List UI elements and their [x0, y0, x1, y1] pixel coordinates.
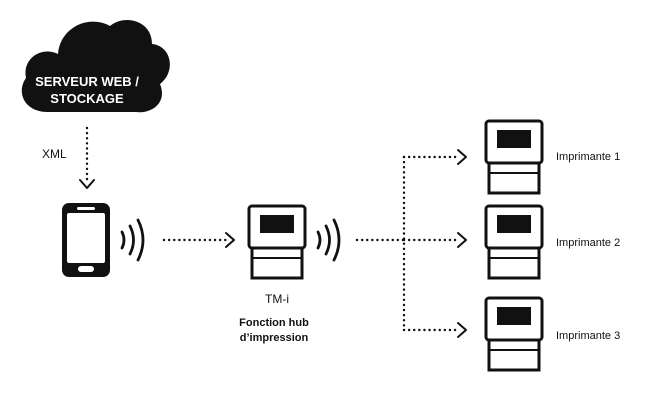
- printer-icon: [484, 204, 544, 280]
- cloud-server: SERVEUR WEB / STOCKAGE: [21, 20, 170, 113]
- hub-to-printers-connector: [355, 149, 467, 338]
- hub-caption-line1: Fonction hub: [239, 317, 309, 329]
- cloud-label-line2: STOCKAGE: [50, 91, 124, 106]
- phone-to-hub-arrow: [162, 232, 235, 248]
- smartphone-icon: [62, 203, 110, 277]
- printer-2: Imprimante 2: [484, 204, 620, 280]
- printer-3-label: Imprimante 3: [556, 330, 620, 342]
- cloud-to-phone-arrow: [79, 126, 95, 189]
- printer-3: Imprimante 3: [484, 296, 620, 372]
- printer-1: Imprimante 1: [484, 119, 620, 195]
- hub-printer: TM-i Fonction hub d’impression: [239, 204, 309, 344]
- printer-1-label: Imprimante 1: [556, 151, 620, 163]
- wifi-waves-icon: [120, 218, 145, 262]
- printer-icon: [247, 204, 307, 280]
- hub-name: TM-i: [265, 292, 289, 306]
- printer-icon: [484, 296, 544, 372]
- cloud-label-line1: SERVEUR WEB /: [35, 74, 139, 89]
- smartphone: [62, 203, 110, 277]
- printer-2-label: Imprimante 2: [556, 237, 620, 249]
- hub-caption-line2: d’impression: [240, 332, 309, 344]
- printer-icon: [484, 119, 544, 195]
- wifi-waves-icon: [316, 218, 341, 262]
- xml-label: XML: [42, 147, 67, 161]
- cloud-icon: [21, 20, 170, 113]
